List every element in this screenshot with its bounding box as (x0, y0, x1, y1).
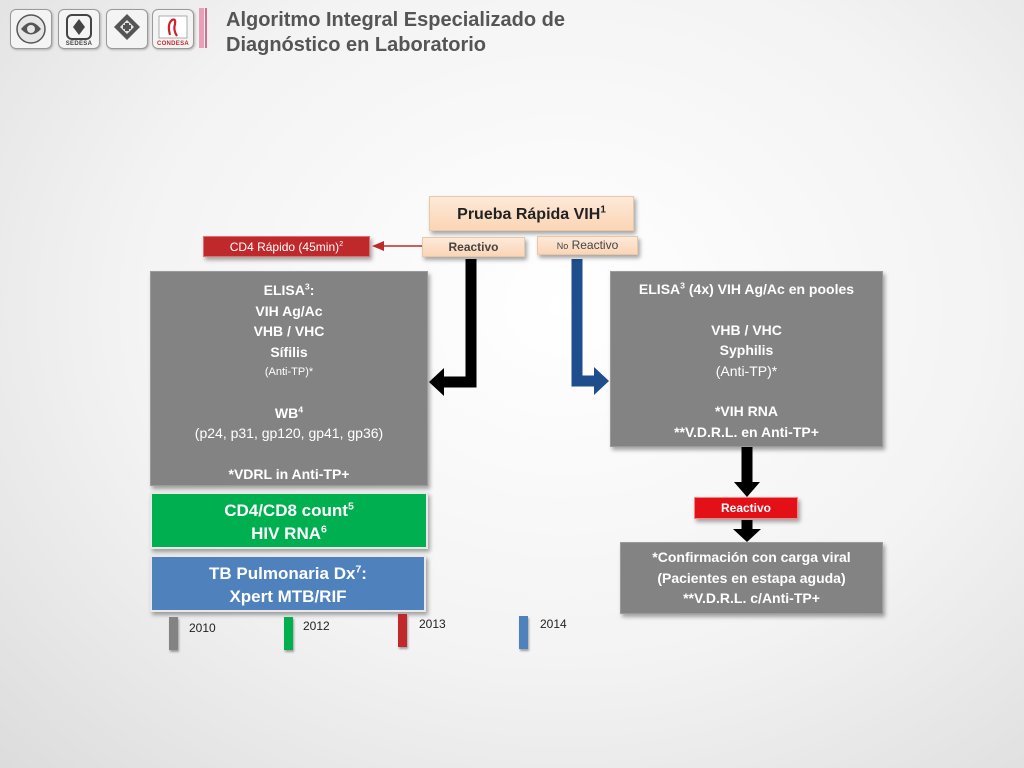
reactive-label: Reactivo (448, 240, 499, 254)
confirmation-panel: *Confirmación con carga viral (Pacientes… (620, 542, 883, 614)
left-panel-anti-tp: (Anti-TP)* (264, 366, 314, 378)
health-logo (106, 9, 148, 49)
legend-label-2012: 2012 (303, 619, 330, 633)
reactive-box: Reactivo (422, 237, 525, 257)
left-panel-elisa: ELISA3: (263, 281, 315, 298)
reactive-2-label: Reactivo (720, 501, 772, 515)
cd4-rapid-footnote: 2 (339, 239, 344, 248)
arrow-nonreactive-to-right-panel-head (594, 367, 609, 395)
arrow-reactive-to-left-panel-head (429, 368, 444, 396)
non-reactive-prefix: No (556, 241, 569, 251)
arrow-reactive-to-cd4-head (372, 241, 384, 251)
right-panel-vhb: VHB / VHC (711, 321, 782, 338)
arrow-reactive-to-confirm-head (733, 529, 761, 542)
non-reactive-label: Reactivo (571, 238, 619, 252)
rapid-test-label: Prueba Rápida VIH (457, 206, 601, 223)
confirm-line1: *Confirmación con carga viral (652, 549, 851, 565)
sedesa-logo-icon (66, 14, 92, 40)
legend-label-2014: 2014 (540, 617, 567, 631)
page-title: Algoritmo Integral Especializado de Diag… (226, 8, 565, 58)
green-panel-line2: HIV RNA6 (251, 523, 327, 543)
rapid-test-footnote: 1 (600, 204, 606, 216)
left-panel-wb-proteins: (p24, p31, gp120, gp41, gp36) (194, 425, 384, 441)
cd4-rapid-box: CD4 Rápido (45min)2 (203, 236, 370, 257)
legend-label-2010: 2010 (189, 621, 216, 635)
cd4-cd8-panel: CD4/CD8 count5 HIV RNA6 (150, 492, 428, 549)
sedesa-logo-caption: SEDESA (65, 41, 93, 47)
right-panel-elisa: ELISA3 (4x) VIH Ag/Ac en pooles (638, 280, 855, 297)
cd4-rapid-label: CD4 Rápido (45min) (229, 240, 340, 254)
condesa-logo: CONDESA (152, 9, 194, 49)
right-panel-vdrl: **V.D.R.L. en Anti-TP+ (674, 423, 819, 440)
title-accent-bar (199, 8, 204, 48)
right-screening-panel: ELISA3 (4x) VIH Ag/Ac en pooles VHB / VH… (610, 271, 883, 447)
government-seal-icon (16, 14, 46, 44)
health-logo-icon (114, 14, 140, 40)
title-accent-bar-thin (205, 8, 207, 48)
sedesa-logo: SEDESA (58, 9, 100, 49)
reactive-box-2: Reactivo (694, 497, 798, 519)
legend-swatch-2010 (169, 617, 178, 650)
left-panel-sifilis: Sífilis (270, 343, 308, 360)
arrow-right-panel-to-reactive-head (734, 482, 760, 497)
confirm-line3: **V.D.R.L. c/Anti-TP+ (683, 590, 820, 606)
legend-label-2013: 2013 (419, 617, 446, 631)
non-reactive-box: No Reactivo (537, 236, 638, 255)
page-title-line1: Algoritmo Integral Especializado de (226, 9, 565, 31)
right-panel-anti-tp: (Anti-TP)* (715, 362, 778, 379)
left-panel-wb: WB4 (274, 403, 304, 421)
arrow-nonreactive-to-right-panel (571, 259, 595, 387)
right-panel-vih-rna: *VIH RNA (714, 403, 778, 419)
left-screening-panel: ELISA3: VIH Ag/Ac VHB / VHC Sífilis (Ant… (150, 271, 428, 486)
green-panel-line1: CD4/CD8 count5 (224, 500, 354, 520)
tb-panel: TB Pulmonaria Dx7: Xpert MTB/RIF (150, 555, 426, 612)
left-panel-vdrl: *VDRL in Anti-TP+ (228, 465, 350, 482)
legend-swatch-2013 (398, 614, 407, 647)
condesa-clinic-logo-icon (158, 15, 188, 39)
blue-panel-line2: Xpert MTB/RIF (229, 587, 347, 606)
rapid-test-box: Prueba Rápida VIH1 (429, 196, 634, 231)
page-title-line2: Diagnóstico en Laboratorio (226, 34, 487, 56)
confirm-line2: (Pacientes en estapa aguda) (657, 569, 846, 586)
condesa-logo-caption: CONDESA (156, 41, 190, 47)
left-panel-vih: VIH Ag/Ac (255, 302, 323, 319)
arrow-reactive-to-left-panel (443, 259, 477, 388)
right-panel-syphilis: Syphilis (719, 342, 774, 358)
legend-swatch-2014 (519, 616, 528, 649)
blue-panel-line1: TB Pulmonaria Dx7: (209, 563, 367, 583)
left-panel-vhb: VHB / VHC (253, 323, 325, 339)
legend-swatch-2012 (284, 617, 293, 650)
government-seal-logo (10, 9, 52, 49)
